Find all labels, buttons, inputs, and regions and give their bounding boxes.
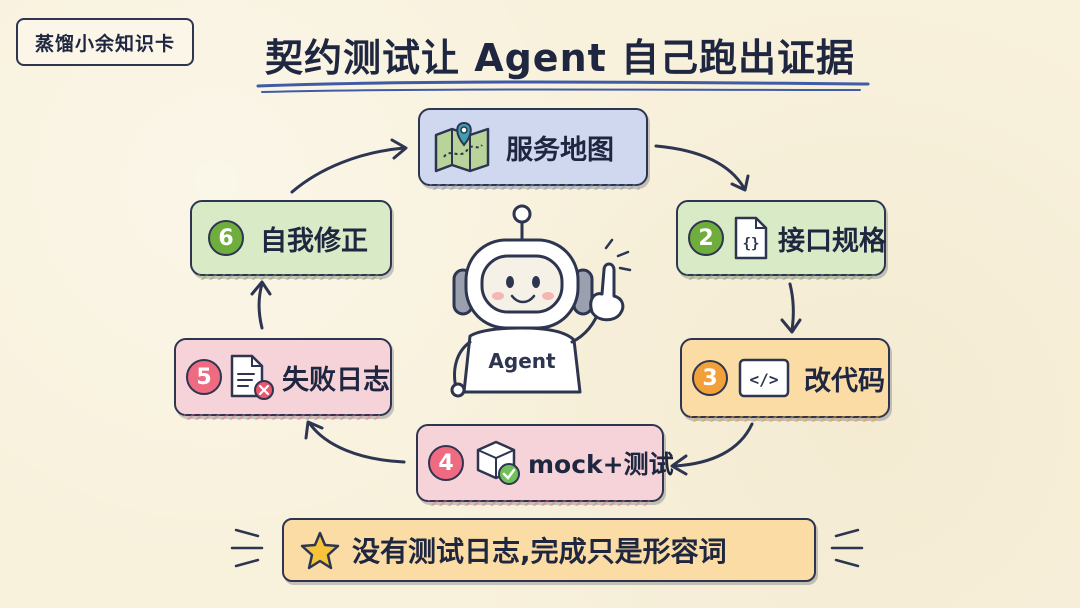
step-label: 改代码 xyxy=(804,365,885,397)
code-icon: </> xyxy=(738,358,790,398)
robot-chest-label: Agent xyxy=(488,349,556,373)
decor-hatch xyxy=(690,416,880,422)
cube-check-icon xyxy=(476,440,520,485)
step-interface-spec: 2 {} 接口规格 xyxy=(676,200,886,276)
step-label: 失败日志 xyxy=(282,364,390,396)
arrow-3-to-4 xyxy=(672,422,754,468)
step-failure-log: 5 失败日志 xyxy=(174,338,392,416)
page-title-text: 契约测试让 Agent 自己跑出证据 xyxy=(264,35,856,80)
step-number: 6 xyxy=(208,220,244,256)
arrow-1-to-2 xyxy=(654,144,746,190)
step-service-map: 服务地图 xyxy=(418,108,648,186)
map-icon xyxy=(434,121,490,173)
step-number: 2 xyxy=(688,220,724,256)
decor-hatch xyxy=(184,414,380,420)
step-number: 3 xyxy=(692,360,728,396)
step-label: 自我修正 xyxy=(260,225,368,257)
step-mock-tests: 4 mock+测试 xyxy=(416,424,674,502)
arrow-4-to-5 xyxy=(308,422,406,464)
footer-text: 没有测试日志,完成只是形容词 xyxy=(352,535,727,568)
svg-text:</>: </> xyxy=(750,370,779,389)
badge-text: 蒸馏小余知识卡 xyxy=(34,32,175,55)
step-number: 4 xyxy=(428,445,464,481)
decor-hatch xyxy=(428,500,650,506)
step-label: mock+测试 xyxy=(528,450,674,479)
step-label: 服务地图 xyxy=(506,134,614,166)
step-label: 接口规格 xyxy=(778,225,886,257)
step-number: 5 xyxy=(186,359,222,395)
step-change-code: 3 </> 改代码 xyxy=(680,338,890,418)
star-icon xyxy=(300,531,340,570)
decor-hatch xyxy=(430,184,640,190)
footer-callout: 没有测试日志,完成只是形容词 xyxy=(282,518,816,582)
error-log-icon xyxy=(230,354,274,400)
knowledge-card-badge: 蒸馏小余知识卡 xyxy=(16,18,194,66)
step-self-correction: 6 自我修正 xyxy=(190,200,392,276)
decor-hatch xyxy=(198,274,382,280)
page-title: 契约测试让 Agent 自己跑出证据 xyxy=(240,28,880,80)
arrow-6-to-1 xyxy=(290,146,406,194)
decor-hatch xyxy=(686,274,876,280)
document-icon: {} xyxy=(734,216,768,260)
arrow-2-to-3 xyxy=(788,282,795,332)
arrow-5-to-6 xyxy=(257,282,264,330)
svg-text:{}: {} xyxy=(743,236,760,252)
